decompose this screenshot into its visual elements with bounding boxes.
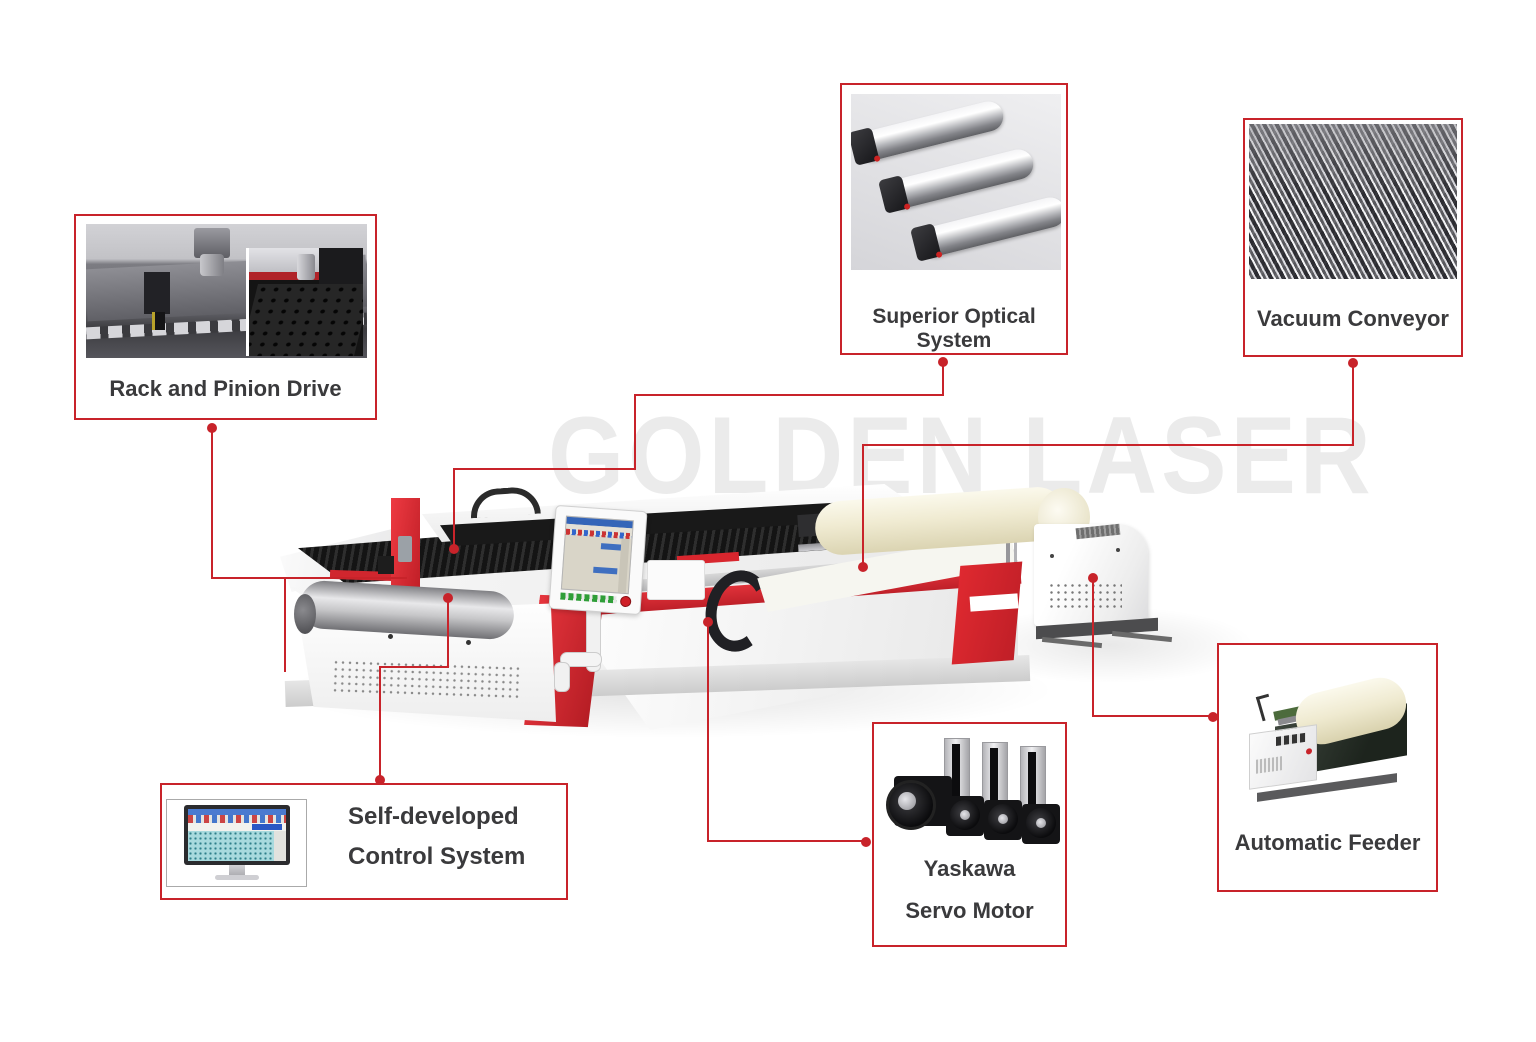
connector-control-v2 [379,668,381,780]
optical-system-image [851,94,1061,270]
mid-white-box [647,560,705,600]
dot-feeder-box [1208,712,1218,722]
control-system-label-line2: Control System [348,843,526,870]
connector-control-v1 [447,602,449,668]
drive-motor-graphic [194,228,230,258]
dot-vacuum-machine [858,562,868,572]
dot-servo-machine [703,617,713,627]
base-screw2 [466,640,471,645]
control-system-label-line1: Self-developed [348,803,519,830]
pendant-led-row [560,592,617,604]
laser-tube-graphic [878,146,1037,214]
superior-optical-system-label: Superior Optical System [872,305,1036,352]
dot-rack-box [207,423,217,433]
connector-rack-stub [284,579,286,672]
dot-servo-box [861,837,871,847]
connector-vacuum-v2 [862,446,864,567]
pendant-hook [554,662,570,692]
automatic-feeder-image [1239,657,1419,807]
connector-feeder-h [1092,715,1214,717]
feeder-head-graphic [1249,724,1317,790]
base-vent-grid [331,658,523,700]
feeder-vent-grid [1048,582,1122,608]
dot-feeder-machine [1088,573,1098,583]
callout-automatic-feeder: Automatic Feeder [1217,643,1438,892]
laser-machine-illustration [270,420,1260,750]
connector-optical-v1 [942,366,944,396]
monitor-screen-graphic [184,805,290,865]
pendant-elbow [560,652,602,667]
estop-button-graphic [619,595,632,608]
control-system-monitor-image [166,799,307,887]
callout-rack-and-pinion: Rack and Pinion Drive [74,214,377,420]
dot-control-box [375,775,385,785]
laser-tube-graphic [851,98,1007,166]
connector-rack-h [211,577,407,579]
connector-vacuum-v1 [1352,367,1354,446]
connector-control-h [379,666,449,668]
connector-vacuum-h [862,444,1354,446]
roller-end-cap [294,594,316,634]
vacuum-conveyor-mesh-image [1249,124,1457,279]
dot-optical-machine [449,544,459,554]
servo-label-line2: Servo Motor [905,898,1034,923]
dot-control-machine [443,593,453,603]
connector-servo-v [707,626,709,842]
feeder-screw1 [1050,554,1054,558]
base-screw1 [388,634,393,639]
rack-and-pinion-inset-image [246,248,363,356]
rack-and-pinion-label: Rack and Pinion Drive [109,376,342,401]
laser-head [378,556,394,574]
callout-superior-optical-system: Superior Optical System [840,83,1068,355]
connector-optical-h2 [453,468,636,470]
callout-yaskawa-servo-motor: Yaskawa Servo Motor [872,722,1067,947]
dot-optical-box [938,357,948,367]
servo-label-line1: Yaskawa [923,856,1016,881]
connector-optical-v2 [634,396,636,470]
callout-vacuum-conveyor: Vacuum Conveyor [1243,118,1463,357]
servo-motor-image [882,734,1061,859]
connector-servo-h [707,840,867,842]
vacuum-conveyor-label: Vacuum Conveyor [1257,306,1449,331]
tower-inset-panel [398,536,412,562]
dot-vacuum-box [1348,358,1358,368]
connector-feeder-v [1092,582,1094,717]
callout-control-system: Self-developed Control System [160,783,568,900]
automatic-feeder-label: Automatic Feeder [1234,830,1421,855]
laser-tube-graphic [910,194,1061,262]
connector-optical-h1 [634,394,944,396]
connector-optical-v3 [453,470,455,549]
connector-rack-v [211,430,213,579]
control-system-label: Self-developed Control System [348,797,525,877]
gantry-handle [469,485,541,519]
control-pendant [548,504,648,616]
right-end-red-panel [951,561,1023,665]
feeder-screw2 [1116,548,1120,552]
pendant-screen [560,515,634,595]
